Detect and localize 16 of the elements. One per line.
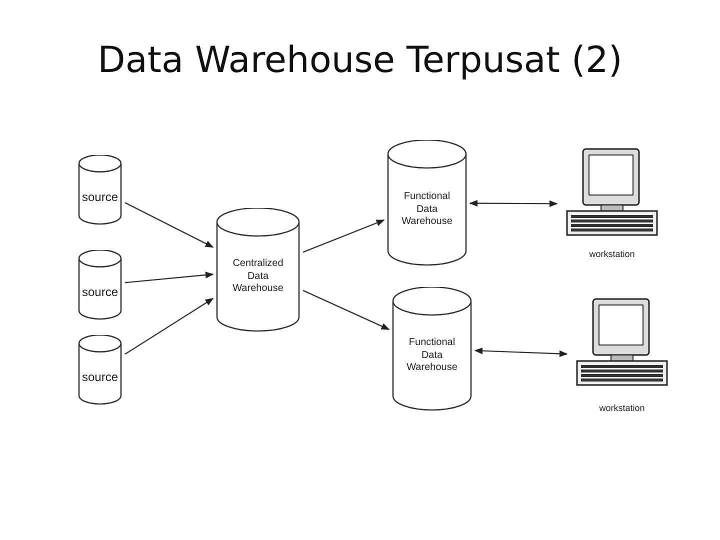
node-label: Functional Data Warehouse: [406, 336, 458, 375]
node-label: source: [82, 188, 118, 204]
arrow: [124, 202, 214, 248]
arrow: [302, 219, 385, 253]
arrow: [302, 290, 390, 330]
arrow: [469, 200, 558, 208]
arrow: [474, 348, 568, 358]
node-label: Centralized Data Warehouse: [232, 257, 284, 296]
node-label: Functional Data Warehouse: [400, 190, 454, 229]
node-label: source: [82, 284, 118, 300]
workstation-label: workstation: [599, 402, 645, 414]
node-label: source: [82, 368, 118, 384]
title: Data Warehouse Terpusat (2): [96, 40, 624, 81]
arrow: [124, 272, 214, 284]
workstation-label: workstation: [589, 248, 635, 260]
arrow: [124, 298, 214, 355]
